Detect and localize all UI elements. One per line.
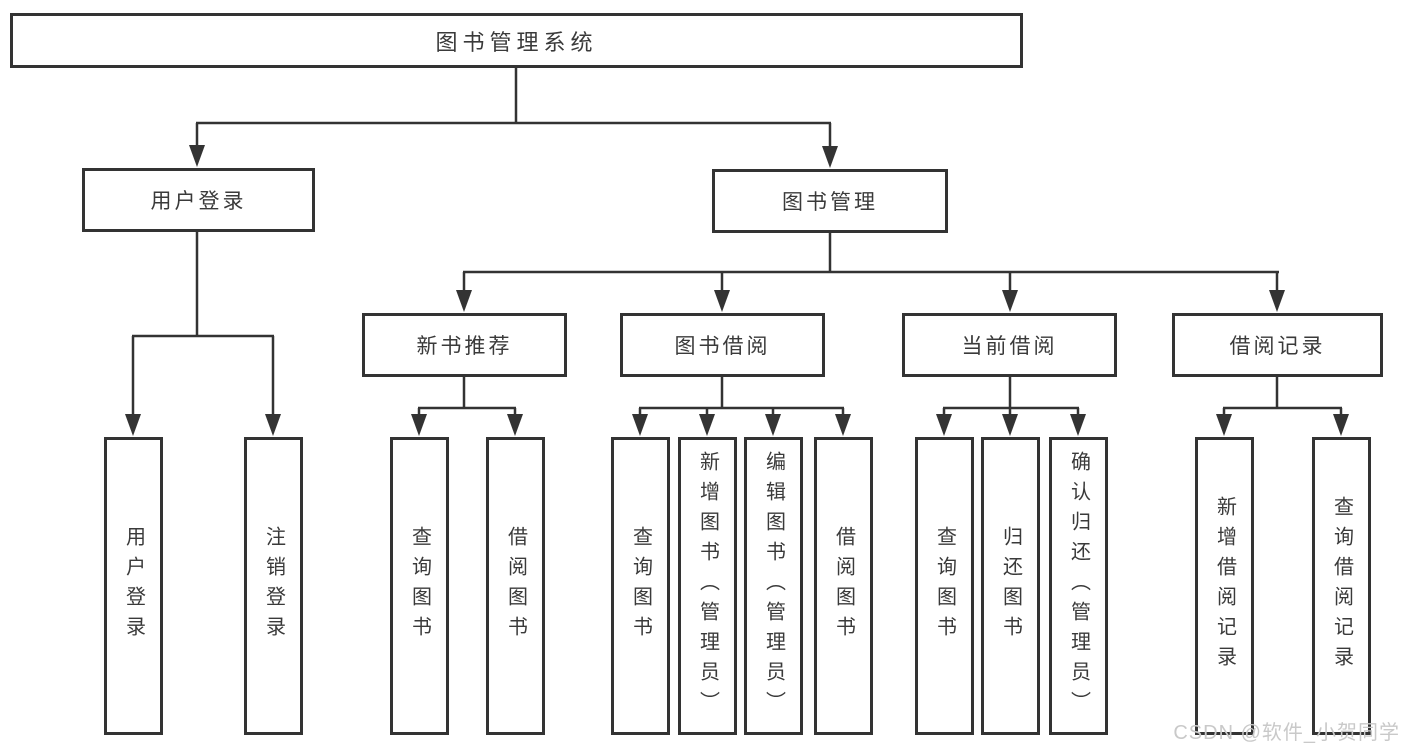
connector-lines	[125, 68, 1349, 436]
leaf-query-books-borrowing-label: 查询图书	[629, 526, 652, 646]
leaf-user-login: 用户登录	[104, 437, 163, 735]
leaf-confirm-return-admin-label: 确认归还（管理员）	[1067, 451, 1090, 721]
node-new-book-recommendation-label: 新书推荐	[416, 335, 513, 358]
node-book-borrowing-label: 图书借阅	[674, 335, 771, 358]
leaf-query-borrow-record: 查询借阅记录	[1312, 437, 1371, 735]
node-root-system: 图书管理系统	[10, 13, 1023, 68]
leaf-logout: 注销登录	[244, 437, 303, 735]
leaf-borrow-books-recommend: 借阅图书	[486, 437, 545, 735]
node-user-login-label: 用户登录	[150, 190, 247, 213]
csdn-watermark: CSDN @软件_小贺同学	[1173, 722, 1400, 744]
leaf-add-books-admin: 新增图书（管理员）	[678, 437, 737, 735]
leaf-return-books: 归还图书	[981, 437, 1040, 735]
node-current-borrowing-label: 当前借阅	[961, 335, 1058, 358]
leaf-borrow-books-recommend-label: 借阅图书	[504, 526, 527, 646]
node-borrowing-records-label: 借阅记录	[1229, 335, 1326, 358]
leaf-query-borrow-record-label: 查询借阅记录	[1330, 496, 1353, 676]
node-current-borrowing: 当前借阅	[902, 313, 1117, 377]
node-user-login: 用户登录	[82, 168, 315, 232]
leaf-edit-books-admin-label: 编辑图书（管理员）	[762, 451, 785, 721]
node-book-management-label: 图书管理	[782, 191, 878, 214]
leaf-add-borrow-record-label: 新增借阅记录	[1213, 496, 1236, 676]
leaf-user-login-label: 用户登录	[122, 526, 145, 646]
leaf-query-books-current: 查询图书	[915, 437, 974, 735]
leaf-borrow-books: 借阅图书	[814, 437, 873, 735]
node-borrowing-records: 借阅记录	[1172, 313, 1383, 377]
leaf-logout-label: 注销登录	[262, 526, 285, 646]
leaf-query-books-recommend: 查询图书	[390, 437, 449, 735]
node-root-label: 图书管理系统	[435, 29, 598, 55]
leaf-add-borrow-record: 新增借阅记录	[1195, 437, 1254, 735]
leaf-confirm-return-admin: 确认归还（管理员）	[1049, 437, 1108, 735]
leaf-borrow-books-label: 借阅图书	[832, 526, 855, 646]
node-book-management: 图书管理	[712, 169, 948, 233]
leaf-edit-books-admin: 编辑图书（管理员）	[744, 437, 803, 735]
node-book-borrowing: 图书借阅	[620, 313, 825, 377]
leaf-add-books-admin-label: 新增图书（管理员）	[696, 451, 719, 721]
leaf-query-books-recommend-label: 查询图书	[408, 526, 431, 646]
leaf-query-books-current-label: 查询图书	[933, 526, 956, 646]
leaf-return-books-label: 归还图书	[999, 526, 1022, 646]
leaf-query-books-borrowing: 查询图书	[611, 437, 670, 735]
node-new-book-recommendation: 新书推荐	[362, 313, 567, 377]
